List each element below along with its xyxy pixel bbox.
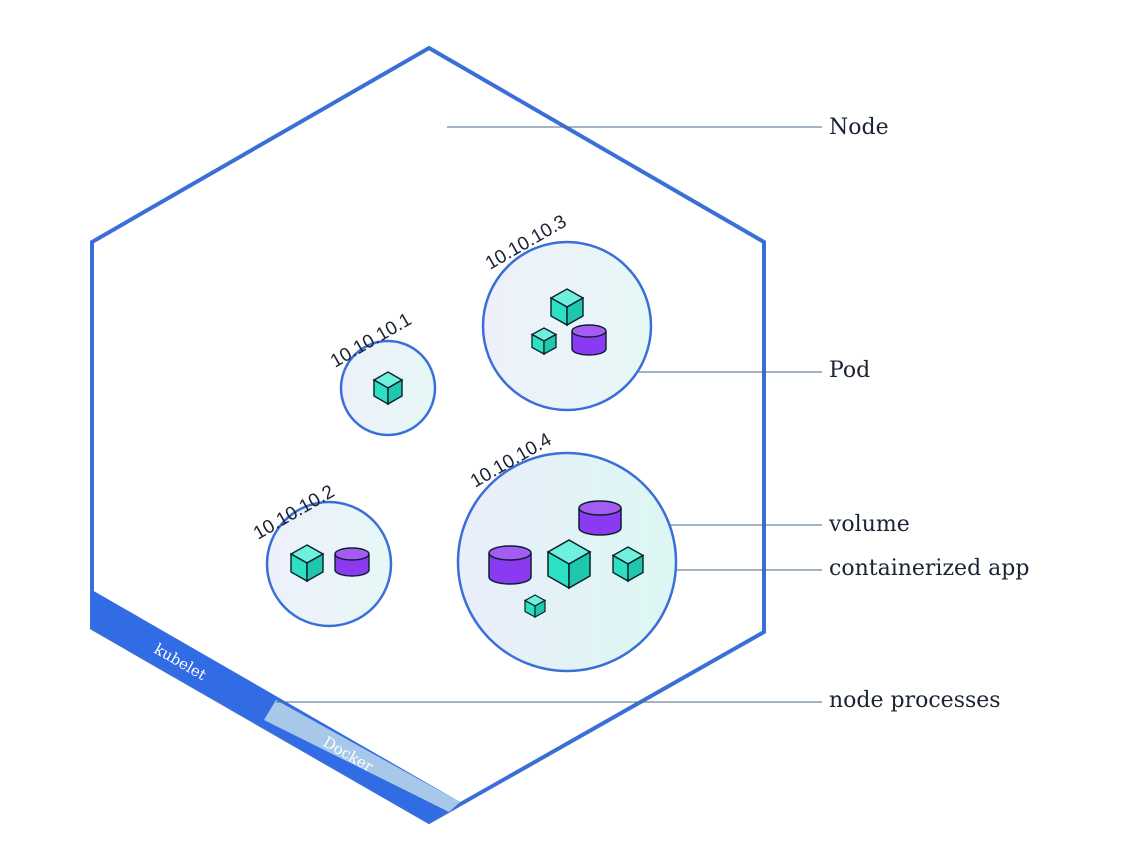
container-icon (611, 546, 645, 583)
volume-icon (334, 547, 370, 577)
volume-label: volume (828, 512, 910, 537)
pod-label: Pod (829, 358, 870, 383)
container-icon (549, 288, 585, 327)
node-processes-label: node processes (829, 688, 1001, 713)
docker-band (264, 700, 460, 812)
node-label: Node (829, 115, 889, 140)
container-icon (289, 544, 325, 583)
container-icon (546, 539, 592, 590)
container-icon (372, 371, 404, 406)
container-icon (523, 594, 547, 619)
container-icon (530, 327, 558, 356)
node-hexagon (90, 45, 766, 825)
volume-icon (488, 545, 532, 585)
volume-icon (571, 324, 607, 356)
containerized-app-label: containerized app (829, 556, 1029, 581)
volume-icon (578, 500, 622, 536)
pod-3: 10.10.10.3 (481, 211, 653, 412)
pod-4: 10.10.10.4 (456, 429, 678, 673)
